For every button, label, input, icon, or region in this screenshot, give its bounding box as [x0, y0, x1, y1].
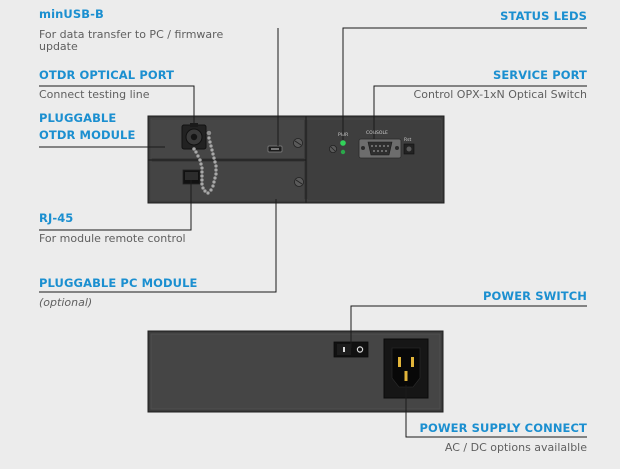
screw-icon — [328, 144, 337, 153]
leader-line-pc-module — [39, 199, 277, 293]
socket-pin — [411, 357, 414, 367]
minusb-description: For data transfer to PC / firmware — [39, 28, 224, 41]
status-led-icon — [340, 149, 346, 155]
leader-line-otdr-port — [39, 85, 195, 126]
socket-pin — [404, 371, 408, 381]
otdr-port-label: OTDR OPTICAL PORT — [39, 68, 175, 82]
otdr-port-description: Connect testing line — [39, 88, 150, 101]
power-switch-label: POWER SWITCH — [483, 289, 587, 303]
power-socket — [383, 338, 429, 399]
otdr-module-label: PLUGGABLE — [39, 111, 117, 125]
status-leds-label: STATUS LEDS — [500, 9, 587, 23]
rst-marking: Rst — [404, 137, 411, 143]
service-port — [358, 138, 402, 159]
service-port-label: SERVICE PORT — [492, 68, 587, 82]
minusb-label: minUSB-B — [39, 7, 104, 21]
leader-line-power-supply — [405, 385, 587, 438]
bead-chain — [191, 135, 219, 196]
leader-line-power-switch — [350, 305, 587, 348]
mini-usb-port — [267, 145, 283, 153]
minusb-description-cont: update — [39, 40, 78, 53]
power-supply-description: AC / DC options availalble — [444, 441, 587, 454]
otdr-module-label-cont: OTDR MODULE — [39, 128, 136, 142]
power-supply-label: POWER SUPPLY CONNECT — [419, 421, 587, 435]
status-led-icon — [340, 140, 346, 146]
front-panel: PWR CONSOLE Rst — [147, 115, 445, 204]
reset-button-knob — [406, 146, 412, 152]
screw-icon — [294, 177, 304, 187]
console-marking: CONSOLE — [366, 130, 388, 136]
rj45-description: For module remote control — [39, 232, 186, 245]
leader-line-service-port — [373, 85, 587, 139]
pc-module-label: PLUGGABLE PC MODULE — [39, 276, 198, 290]
power-off-icon — [356, 346, 364, 353]
socket-pin — [398, 357, 401, 367]
leader-lines — [39, 27, 587, 438]
leader-line-rj45 — [39, 180, 192, 231]
pc-module-slot — [151, 162, 304, 200]
leader-line-status-leds — [342, 27, 587, 140]
rear-panel — [147, 330, 444, 413]
pc-module-description: (optional) — [39, 296, 93, 309]
screw-icon — [293, 138, 303, 148]
service-port-description: Control OPX-1xN Optical Switch — [413, 88, 587, 101]
rj45-label: RJ-45 — [39, 211, 74, 225]
power-on-icon — [343, 347, 345, 352]
